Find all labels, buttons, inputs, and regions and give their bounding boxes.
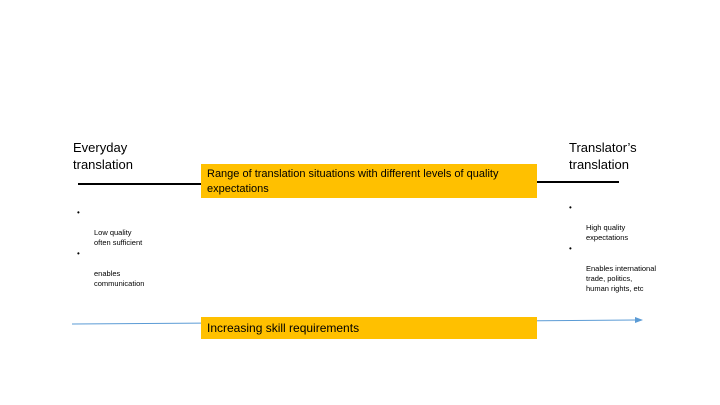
range-of-situations-box: Range of translation situations with dif… [201,164,537,198]
spectrum-line-right [533,181,619,183]
bullet-icon: • [77,208,80,217]
list-item: • enables communication [77,249,187,289]
bullet-icon: • [569,203,572,212]
bullet-icon: • [77,249,80,258]
list-item: • High quality expectations [569,203,689,243]
list-item-text: Enables international trade, politics, h… [586,264,657,293]
bullet-icon: • [569,244,572,253]
list-item: • Low quality often sufficient [77,208,187,248]
list-item-text: High quality expectations [586,223,629,242]
translators-translation-label: Translator’s translation [569,140,637,172]
spectrum-line-left [78,183,204,185]
everyday-translation-label: Everyday translation [73,140,133,172]
skill-requirements-box: Increasing skill requirements [201,317,537,339]
translator-bullet-list: • High quality expectations • Enables in… [569,203,689,295]
list-item: • Enables international trade, politics,… [569,244,689,294]
list-item-text: Low quality often sufficient [94,228,143,247]
list-item-text: enables communication [94,269,145,288]
everyday-bullet-list: • Low quality often sufficient • enables… [77,208,187,290]
